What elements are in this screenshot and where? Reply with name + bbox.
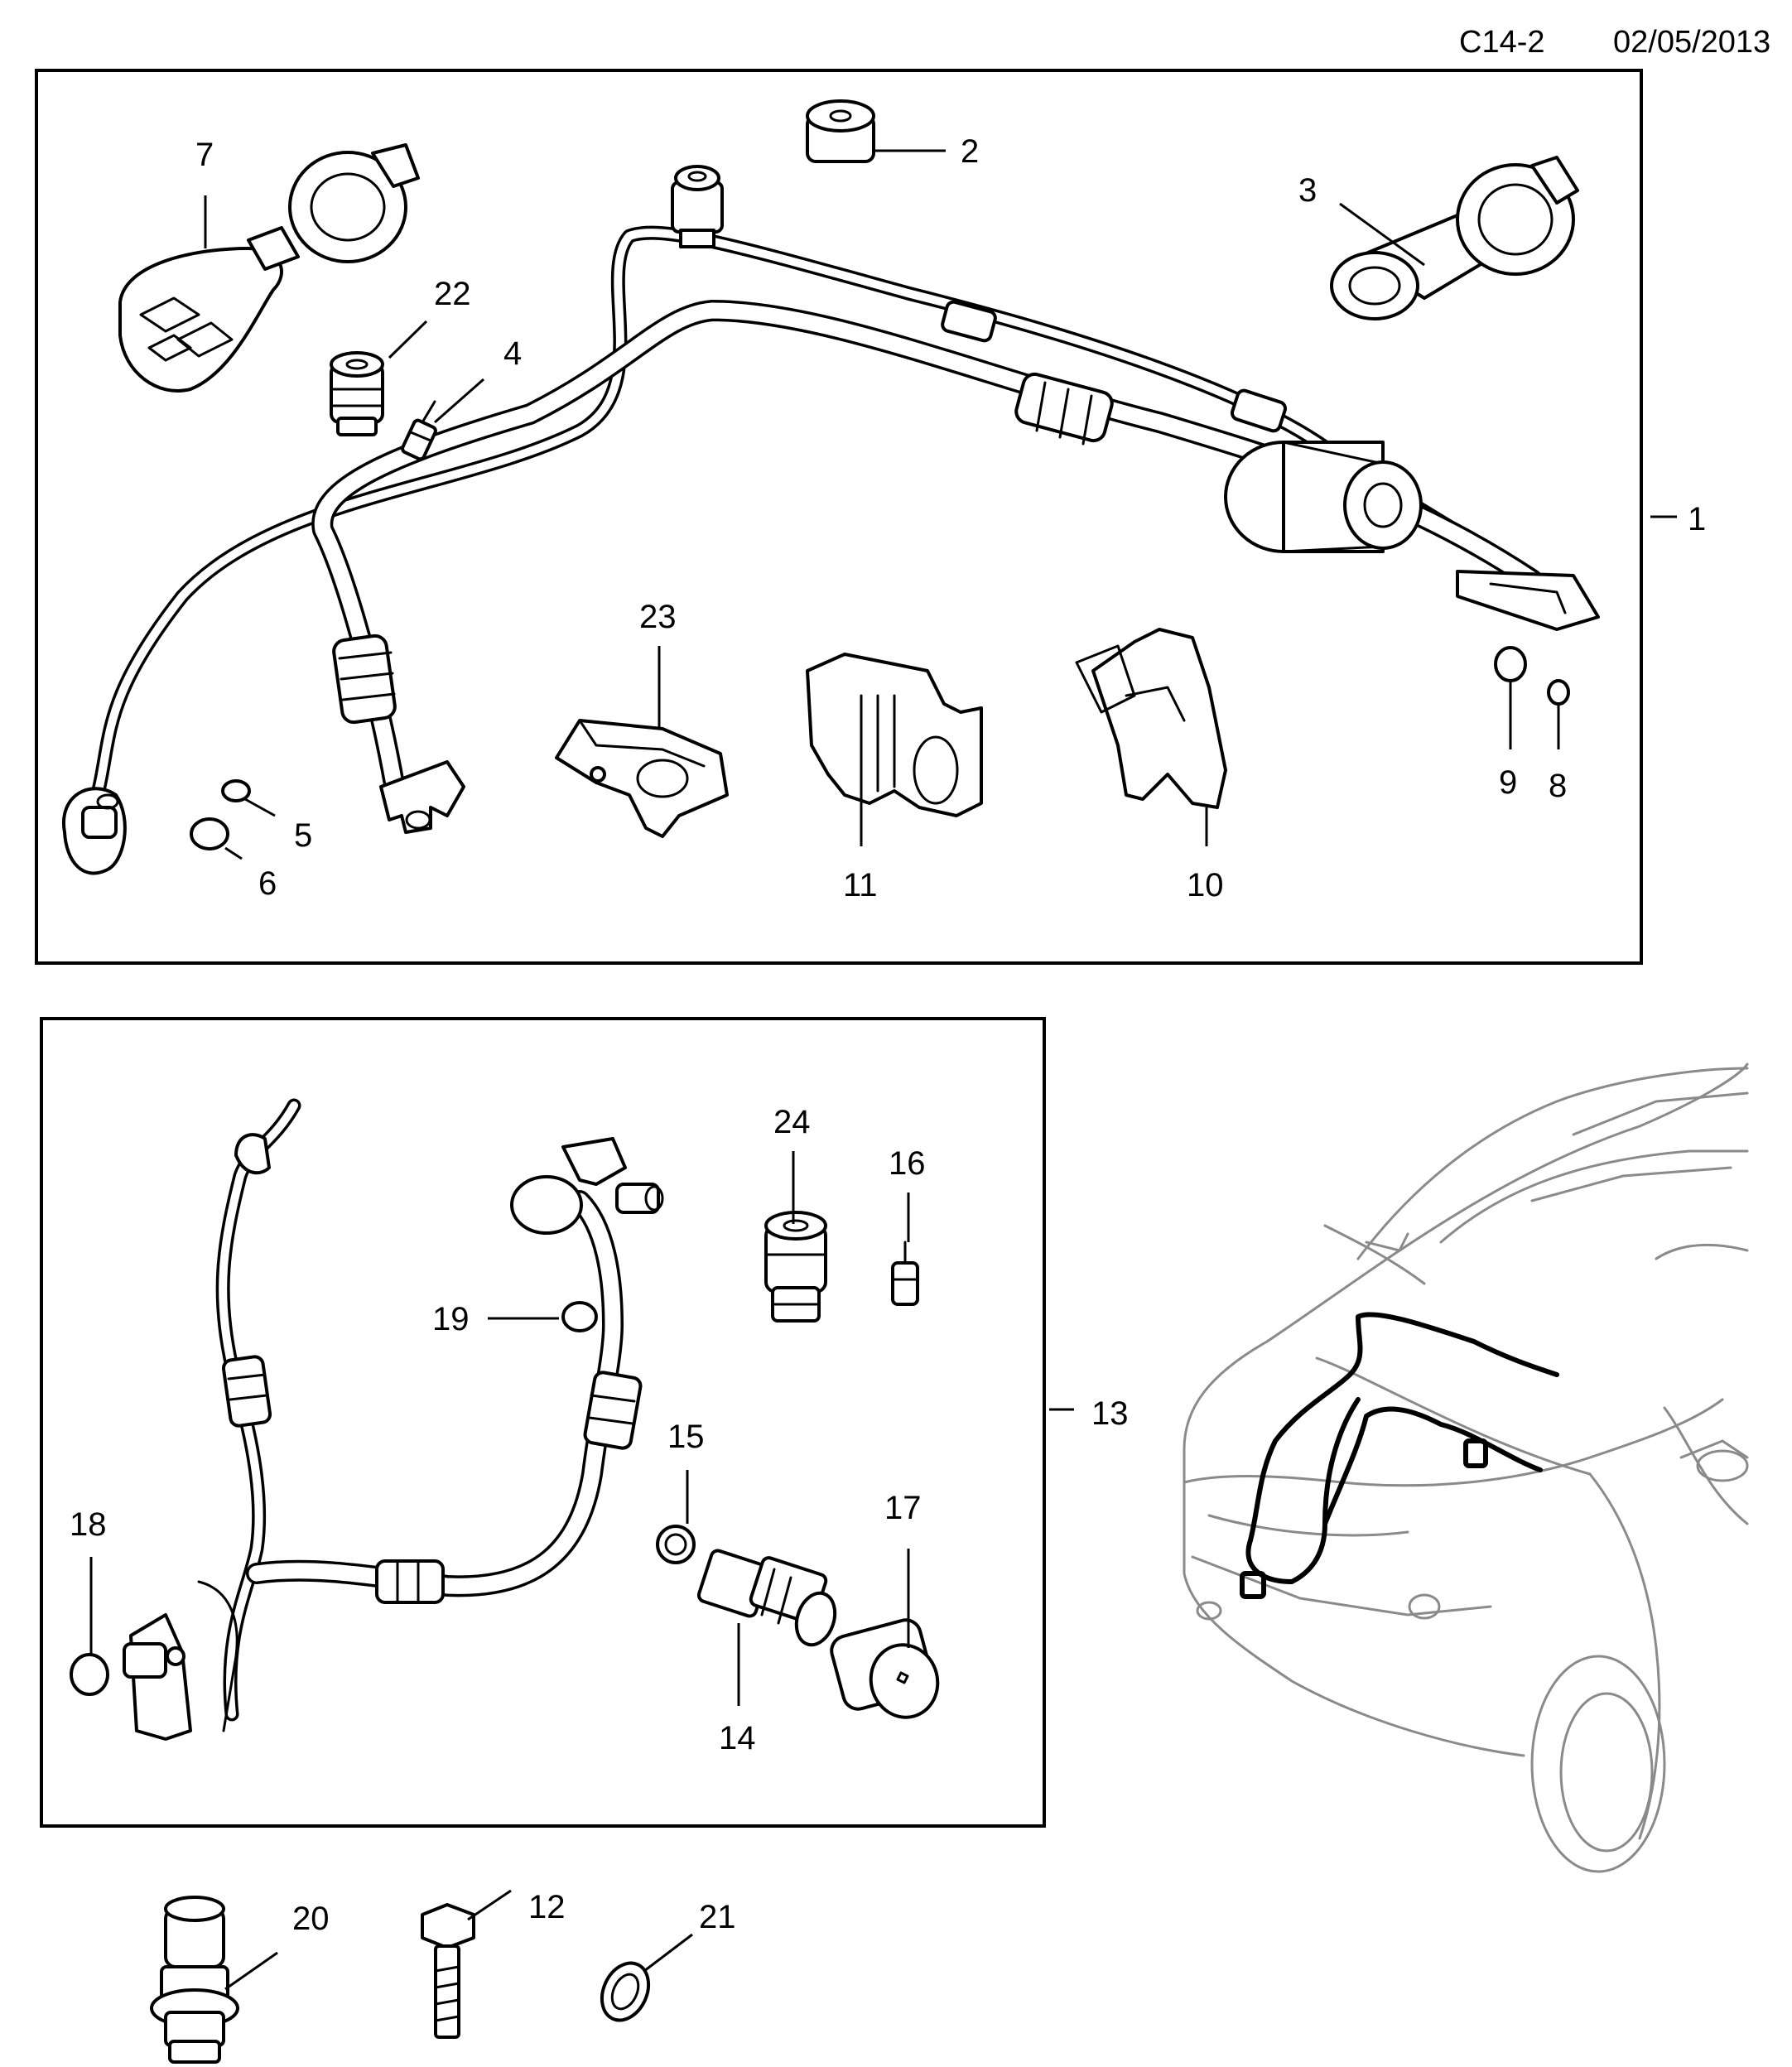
- part-9-o-ring: [1494, 646, 1527, 682]
- part-2-cap: [806, 99, 875, 163]
- part-16-valve-core: [891, 1241, 919, 1306]
- part-23-clip: [555, 719, 729, 838]
- callout-22: 22: [434, 276, 471, 312]
- callout-10: 10: [1187, 867, 1224, 903]
- part-12-bolt: [421, 1889, 512, 2039]
- part-4-valve-core: [401, 400, 437, 461]
- part-8-o-ring: [1547, 679, 1570, 706]
- callout-3: 3: [1298, 172, 1317, 209]
- callout-18: 18: [70, 1506, 107, 1543]
- part-10-holder: [1075, 628, 1227, 809]
- callout-23: 23: [639, 599, 677, 635]
- callout-24: 24: [773, 1104, 811, 1140]
- part-18-o-ring: [70, 1653, 109, 1696]
- callout-1: 1: [1688, 501, 1706, 537]
- callout-12: 12: [528, 1889, 566, 1925]
- callout-5: 5: [294, 817, 312, 854]
- callout-4: 4: [503, 335, 522, 372]
- callout-20: 20: [292, 1901, 330, 1937]
- callout-7: 7: [195, 137, 214, 173]
- part-24-charge-valve: [764, 1211, 827, 1323]
- part-21-o-ring: [600, 1933, 693, 2022]
- leader-lines-bottom: [89, 1151, 1074, 1706]
- part-15-o-ring: [656, 1525, 696, 1564]
- part-7-clamp-bracket: [118, 143, 420, 393]
- part-17-cap: [830, 1618, 940, 1719]
- callout-19: 19: [432, 1301, 470, 1337]
- callout-2: 2: [961, 133, 979, 170]
- callout-6: 6: [258, 865, 277, 902]
- part-6-o-ring: [190, 817, 229, 850]
- callout-9: 9: [1499, 764, 1517, 801]
- part-5-o-ring: [221, 779, 251, 802]
- callout-8: 8: [1549, 768, 1567, 804]
- diagram-code: C14-2: [1459, 25, 1545, 60]
- part-11-double-clip: [806, 653, 983, 817]
- leader-lines-top: [204, 149, 1677, 860]
- part-20-pressure-switch: [150, 1896, 278, 2064]
- callout-11: 11: [843, 867, 878, 903]
- pipe-assembly-bottom: [123, 1098, 664, 1741]
- diagram-date: 02/05/2013: [1613, 25, 1771, 60]
- callout-21: 21: [699, 1899, 736, 1935]
- part-14-adapter: [696, 1549, 837, 1647]
- callout-15: 15: [667, 1419, 705, 1455]
- callout-13: 13: [1091, 1395, 1129, 1432]
- pipe-assembly-top: [61, 165, 1600, 875]
- part-19-o-ring: [561, 1301, 598, 1332]
- callout-14: 14: [719, 1720, 756, 1756]
- part-3-clamp: [1330, 156, 1579, 320]
- callout-17: 17: [884, 1490, 922, 1526]
- assembly-1-frame: [35, 69, 1643, 965]
- part-22-charge-valve: [330, 351, 384, 436]
- assembly-13-frame: [40, 1017, 1046, 1828]
- callout-16: 16: [889, 1145, 926, 1182]
- vehicle-location-illustration: [1183, 1062, 1749, 1873]
